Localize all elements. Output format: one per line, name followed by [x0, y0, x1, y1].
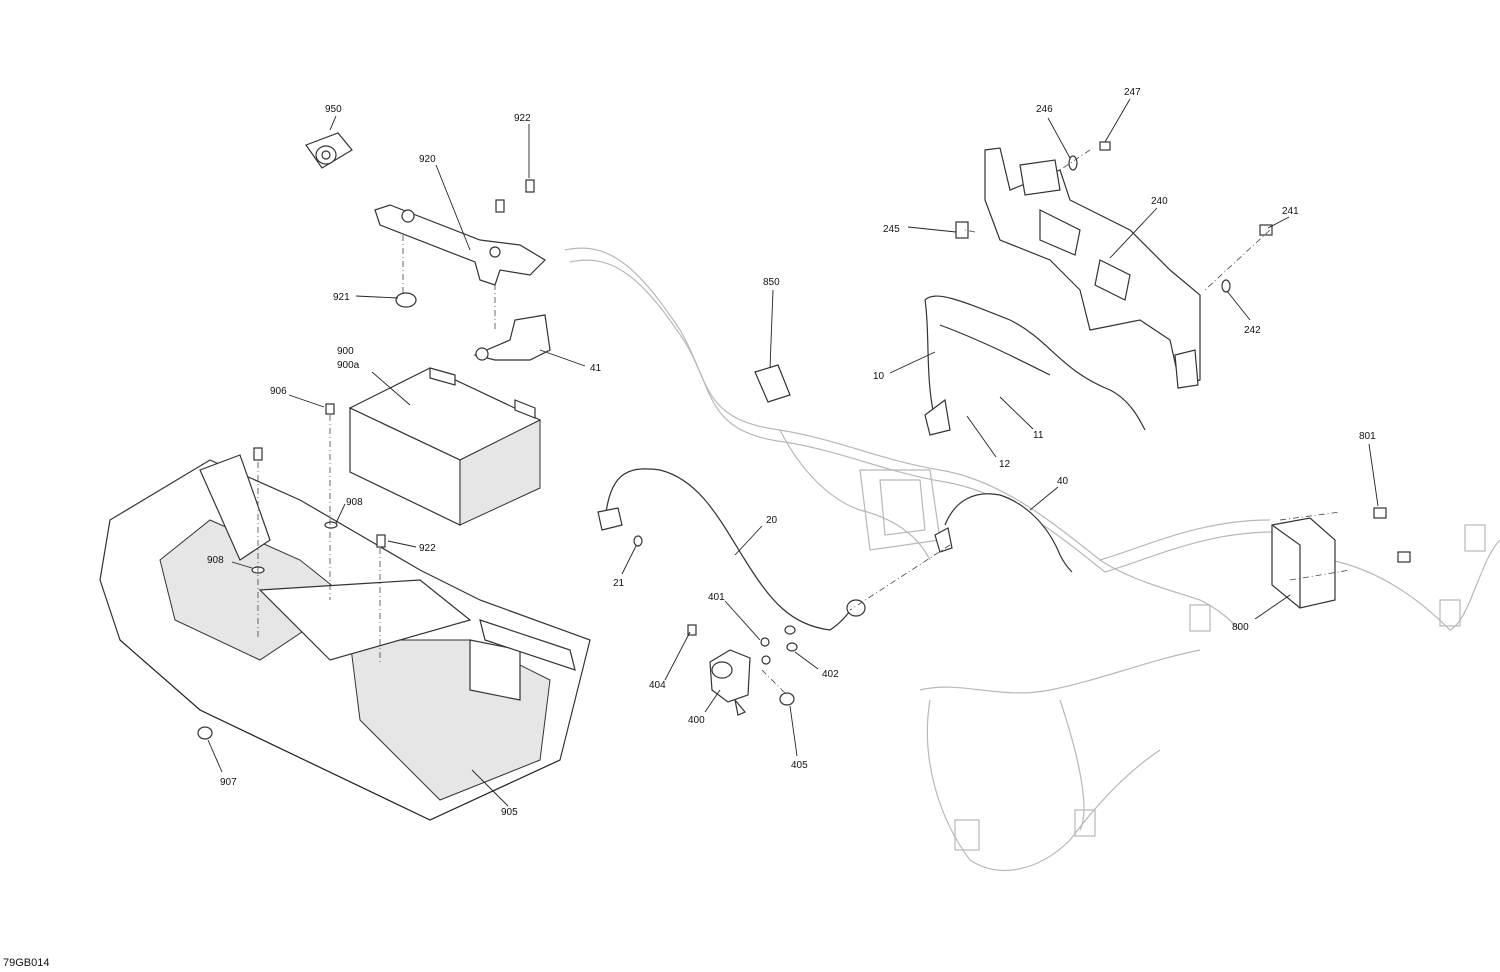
electronic-module	[1271, 517, 1336, 609]
callout-246: 246	[1036, 104, 1053, 115]
callout-900: 900	[337, 346, 354, 357]
callout-920: 920	[419, 154, 436, 165]
battery-hold-down-bracket	[374, 204, 546, 286]
callout-10: 10	[873, 371, 885, 382]
assembly-lines	[257, 149, 1351, 696]
cable-40	[934, 493, 1073, 573]
battery-tray	[99, 454, 591, 821]
callout-242: 242	[1244, 325, 1261, 336]
electrical-bracket	[955, 147, 1201, 389]
callout-402: 402	[822, 669, 839, 680]
callout-12: 12	[999, 459, 1011, 470]
starter-relay	[709, 649, 751, 716]
ground-cable	[473, 314, 551, 361]
callout-908-right: 908	[346, 497, 363, 508]
callout-247: 247	[1124, 87, 1141, 98]
callout-922-top: 922	[514, 113, 531, 124]
harness-connector	[754, 364, 791, 403]
callout-41: 41	[590, 363, 602, 374]
callout-20: 20	[766, 515, 778, 526]
callout-400: 400	[688, 715, 705, 726]
callout-405: 405	[791, 760, 808, 771]
callout-401: 401	[708, 592, 725, 603]
callout-950: 950	[325, 104, 342, 115]
callout-245: 245	[883, 224, 900, 235]
callout-850: 850	[763, 277, 780, 288]
callout-800: 800	[1232, 622, 1249, 633]
leader-lines	[207, 98, 1379, 807]
callout-922-bottom: 922	[419, 543, 436, 554]
callout-801: 801	[1359, 431, 1376, 442]
callout-921: 921	[333, 292, 350, 303]
callout-241: 241	[1282, 206, 1299, 217]
reference-code: 79GB014	[3, 957, 49, 969]
callout-906: 906	[270, 386, 287, 397]
callout-40: 40	[1057, 476, 1069, 487]
battery	[348, 367, 542, 526]
callout-labels: 950 922 920 921 41 900 900a 906 908 908 …	[3, 87, 1376, 969]
callout-908-left: 908	[207, 555, 224, 566]
callout-905: 905	[501, 807, 518, 818]
callout-900a: 900a	[337, 360, 360, 371]
callout-907: 907	[220, 777, 237, 788]
callout-404: 404	[649, 680, 666, 691]
power-outlet	[305, 132, 353, 169]
callout-21: 21	[613, 578, 625, 589]
callout-240: 240	[1151, 196, 1168, 207]
cable-20	[597, 468, 866, 631]
callout-11: 11	[1033, 430, 1044, 441]
cable-10	[924, 295, 1146, 436]
main-wiring-harness	[564, 247, 1500, 871]
